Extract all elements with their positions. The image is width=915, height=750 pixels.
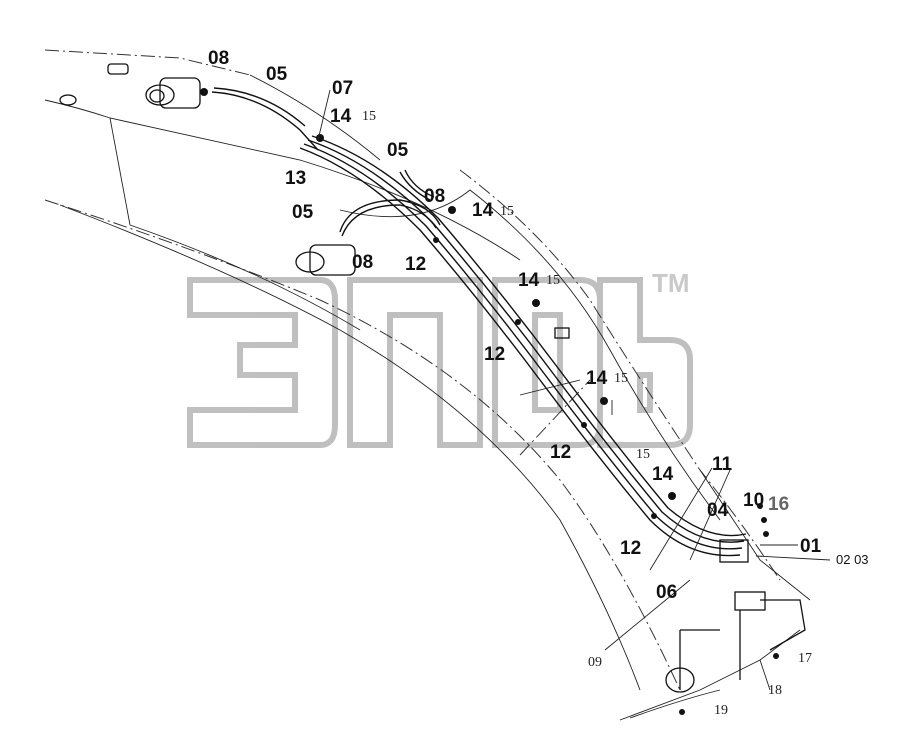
label-01: 01 — [800, 536, 822, 557]
label-12: 12 — [620, 538, 641, 559]
label-09: 09 — [588, 655, 602, 670]
label-12: 12 — [405, 254, 426, 275]
boom-body — [44, 49, 811, 721]
label-15: 15 — [636, 447, 650, 462]
label-15: 15 — [546, 273, 560, 288]
label-17: 17 — [798, 651, 812, 666]
label-15: 15 — [614, 371, 628, 386]
label-05: 05 — [292, 202, 314, 223]
label-14: 14 — [586, 368, 608, 389]
label-08: 08 — [208, 48, 229, 69]
label-05: 05 — [266, 64, 288, 85]
label-02-03: 02 03 — [836, 552, 869, 567]
label-14: 14 — [472, 200, 494, 221]
label-04: 04 — [707, 500, 729, 521]
label-15: 15 — [362, 109, 376, 124]
label-05: 05 — [387, 140, 409, 161]
label-10: 10 — [743, 490, 764, 511]
label-14: 14 — [330, 106, 352, 127]
label-11: 11 — [712, 454, 733, 475]
label-08: 08 — [424, 186, 445, 207]
trademark-mark: TM — [652, 268, 690, 298]
leader-lines — [317, 89, 831, 691]
label-19: 19 — [714, 703, 728, 718]
hose-bundle — [211, 87, 747, 557]
watermark-logo: TM — [187, 268, 693, 448]
label-06: 06 — [656, 582, 677, 603]
label-18: 18 — [768, 683, 782, 698]
label-12: 12 — [484, 344, 505, 365]
label-14: 14 — [518, 270, 540, 291]
label-12: 12 — [550, 442, 571, 463]
label-16: 16 — [768, 494, 789, 515]
label-08: 08 — [352, 252, 373, 273]
label-13: 13 — [285, 168, 306, 189]
label-07: 07 — [332, 78, 353, 99]
label-15: 15 — [500, 204, 514, 219]
part-labels: 08 05 07 14 15 13 05 08 14 15 05 08 12 1… — [208, 48, 869, 718]
label-14: 14 — [652, 464, 674, 485]
fittings — [59, 63, 806, 715]
